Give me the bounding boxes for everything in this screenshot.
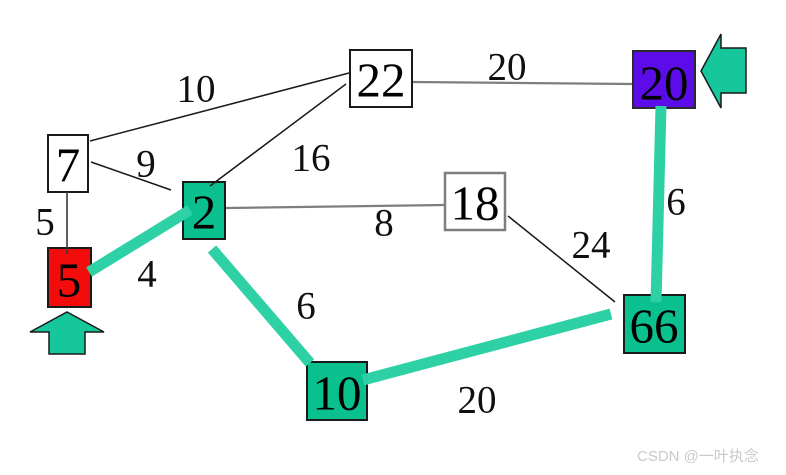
node-10-box [306, 361, 368, 421]
node-66-box [623, 294, 686, 354]
node-22-label: 22 [357, 53, 406, 108]
node-labels: 7 5 2 22 20 18 66 10 [56, 53, 689, 421]
edge-2-10-highlighted [207, 245, 315, 367]
up-arrow-icon [29, 311, 105, 355]
node-10-label: 10 [313, 366, 362, 421]
node-5-label: 5 [57, 253, 82, 308]
edge-22-20 [412, 80, 633, 86]
edge-weight-18-66: 24 [572, 224, 611, 267]
node-7-label: 7 [56, 138, 81, 193]
edge-2-18 [225, 203, 445, 210]
edge-weight-7-5: 5 [35, 201, 55, 244]
edge-weight-7-22: 10 [177, 68, 216, 111]
node-7-box [47, 134, 89, 193]
node-20-label: 20 [640, 56, 689, 111]
edge-18-66 [507, 215, 616, 303]
edge-5-2-highlighted [86, 205, 193, 277]
edges-highlighted [86, 105, 667, 386]
edge-weight-20-66: 6 [666, 181, 686, 224]
edge-weight-2-22: 16 [292, 137, 331, 180]
edge-20-66-highlighted [650, 105, 667, 303]
watermark: CSDN @一叶执念 [637, 447, 759, 465]
edge-7-22 [89, 72, 350, 142]
node-2-label: 2 [192, 185, 217, 240]
edge-weight-2-18: 8 [374, 202, 394, 245]
edges-thin [66, 72, 633, 303]
left-arrow-icon [700, 33, 747, 109]
nodes [47, 49, 696, 421]
edge-weight-2-10: 6 [296, 285, 316, 328]
node-66-label: 66 [630, 299, 679, 354]
edge-2-22 [209, 83, 347, 187]
edge-7-2 [90, 161, 172, 191]
edge-weight-7-2: 9 [136, 143, 156, 186]
edge-10-66-highlighted [361, 308, 613, 386]
edge-weight-22-20: 20 [488, 46, 527, 89]
node-5-box [47, 247, 92, 308]
node-18-box [443, 171, 507, 232]
edge-weight-5-2: 4 [137, 253, 157, 296]
markers [29, 33, 747, 355]
node-22-box [349, 49, 413, 108]
node-18-label: 18 [451, 176, 500, 231]
edge-weight-10-66: 20 [458, 379, 497, 422]
edge-labels: 10 9 5 16 20 8 24 4 6 20 6 [35, 46, 686, 422]
